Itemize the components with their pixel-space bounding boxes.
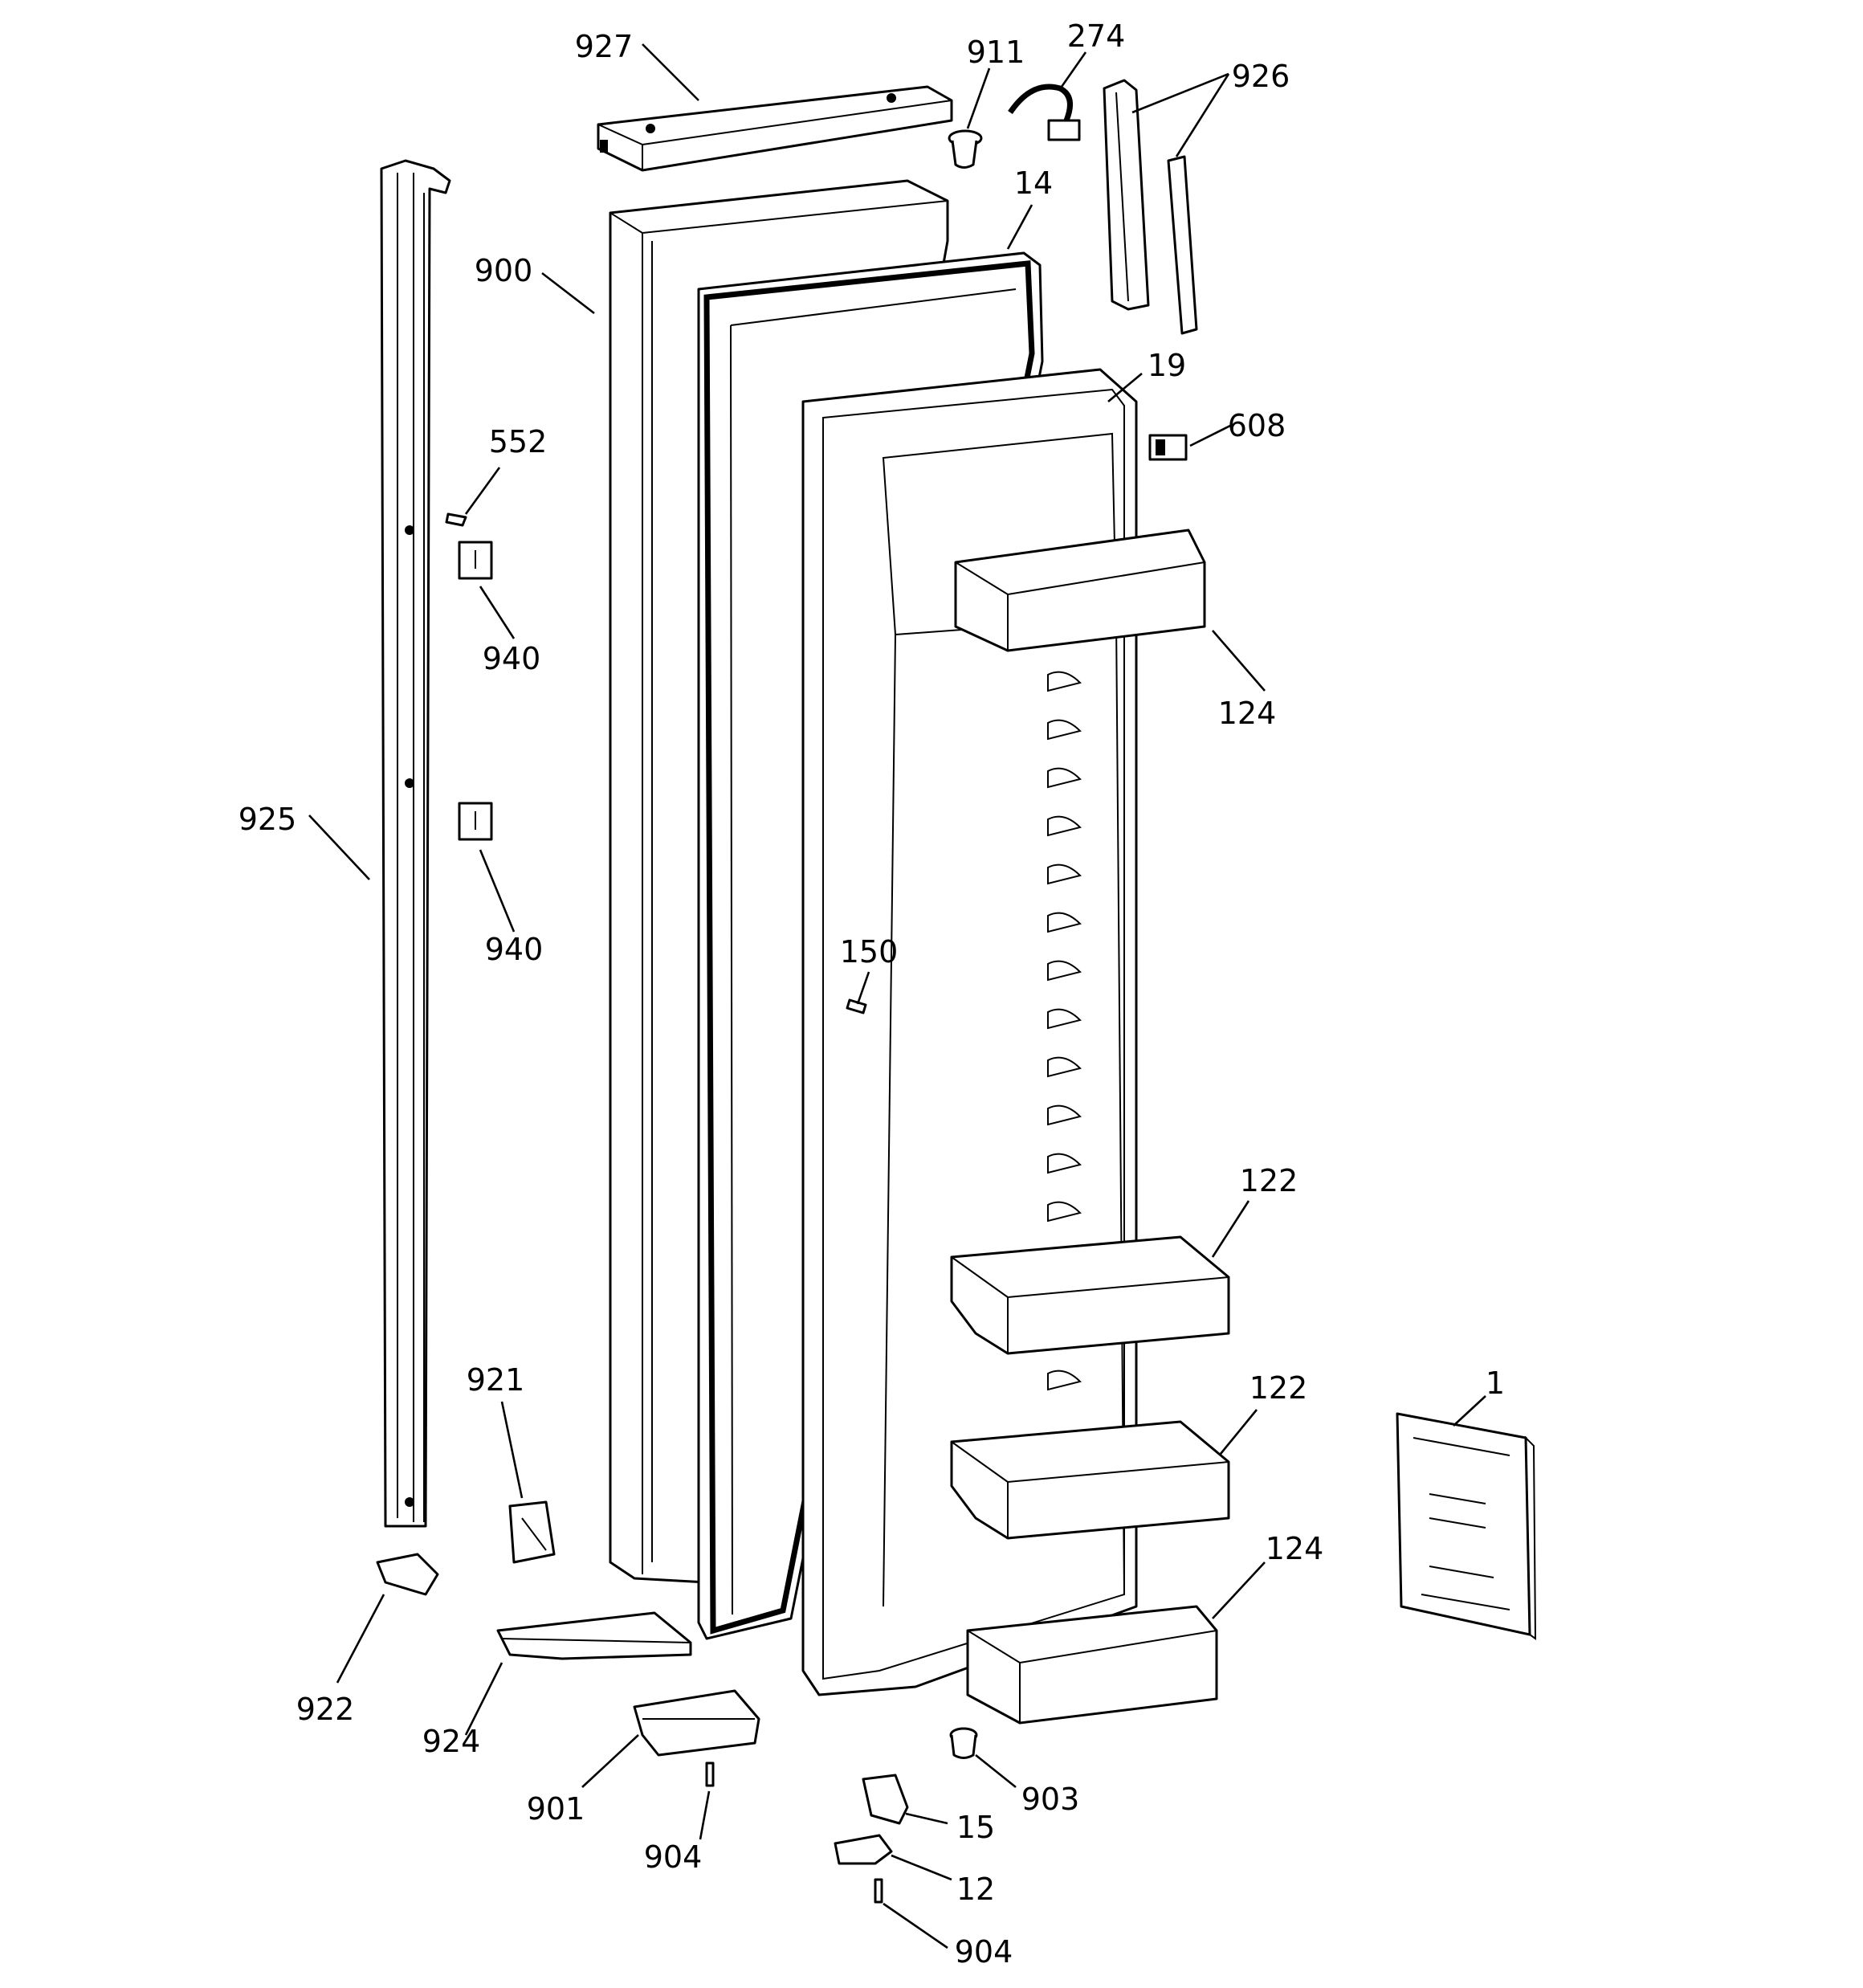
callout-labels: 927 911 274 926 14 900 19 608 552 940 12… xyxy=(238,18,1505,1970)
part-hinge-bracket-921 xyxy=(508,1500,556,1564)
part-door-bin-upper xyxy=(954,529,1206,652)
leader-927 xyxy=(642,43,699,101)
leader-1 xyxy=(1453,1395,1486,1427)
leader-14 xyxy=(1006,204,1033,250)
callout-122-upper: 122 xyxy=(1240,1163,1298,1198)
part-door-bin-lower xyxy=(966,1605,1218,1725)
part-screw-150 xyxy=(846,998,867,1014)
callout-904-bottom: 904 xyxy=(955,1934,1013,1970)
leader-122a xyxy=(1211,1200,1250,1258)
part-wire-harness xyxy=(1008,84,1081,141)
leader-608 xyxy=(1189,424,1231,447)
leader-926b xyxy=(1175,73,1230,157)
part-bottom-strip xyxy=(496,1611,692,1660)
callout-926: 926 xyxy=(1232,59,1290,94)
callout-14: 14 xyxy=(1014,165,1053,201)
callout-927: 927 xyxy=(575,29,634,64)
callout-925: 925 xyxy=(238,802,297,837)
callout-940-lower: 940 xyxy=(485,932,544,967)
leader-926a xyxy=(1131,72,1229,114)
leader-911 xyxy=(966,67,991,129)
part-shelf-bin-upper xyxy=(950,1235,1230,1355)
callout-12: 12 xyxy=(956,1872,995,1907)
callout-124-upper: 124 xyxy=(1218,696,1277,731)
callout-15: 15 xyxy=(956,1810,995,1845)
leader-921 xyxy=(500,1401,524,1499)
leader-15 xyxy=(905,1812,948,1825)
callout-924: 924 xyxy=(422,1724,481,1759)
part-hinge-bracket-922 xyxy=(376,1553,439,1596)
part-bushing-903 xyxy=(949,1727,978,1759)
part-screw-552 xyxy=(445,512,467,527)
part-bracket-940-lower xyxy=(458,802,493,841)
leader-924 xyxy=(464,1662,503,1736)
leader-552 xyxy=(464,467,501,515)
part-top-cap xyxy=(597,85,953,172)
leader-925 xyxy=(308,814,370,880)
callout-921: 921 xyxy=(467,1362,525,1398)
leader-904b xyxy=(883,1902,948,1949)
leader-124b xyxy=(1212,1561,1266,1619)
leader-124a xyxy=(1212,630,1266,692)
leader-lines xyxy=(308,43,1486,1949)
leader-122b xyxy=(1219,1409,1258,1455)
callout-124-lower: 124 xyxy=(1266,1531,1324,1566)
part-switch xyxy=(1148,434,1188,461)
callout-1: 1 xyxy=(1486,1365,1505,1401)
leader-19 xyxy=(1107,373,1143,402)
callout-901: 901 xyxy=(527,1791,585,1827)
part-bushing xyxy=(948,129,983,169)
leader-922 xyxy=(336,1594,385,1684)
callout-122-lower: 122 xyxy=(1249,1370,1308,1406)
callout-274: 274 xyxy=(1067,18,1126,54)
part-shelf-bin-lower xyxy=(950,1420,1230,1540)
leader-940a xyxy=(479,586,516,639)
leader-903 xyxy=(975,1753,1017,1789)
part-literature-booklet xyxy=(1396,1412,1537,1640)
part-bottom-cap xyxy=(633,1689,760,1757)
callout-552: 552 xyxy=(489,424,548,459)
callout-150: 150 xyxy=(840,934,899,970)
leader-900 xyxy=(541,271,595,315)
callout-19: 19 xyxy=(1148,348,1186,383)
callout-911: 911 xyxy=(967,35,1025,70)
callout-904-left: 904 xyxy=(644,1839,703,1875)
callout-608: 608 xyxy=(1228,408,1286,443)
leader-940b xyxy=(479,849,516,933)
part-hinge-channel xyxy=(380,159,451,1528)
part-bracket-940-upper xyxy=(458,541,493,580)
callout-922: 922 xyxy=(296,1692,355,1727)
leader-904a xyxy=(699,1790,711,1840)
callout-903: 903 xyxy=(1021,1782,1080,1817)
leader-12 xyxy=(891,1854,952,1881)
part-screw-904-bottom xyxy=(874,1878,883,1904)
callout-900: 900 xyxy=(475,253,533,288)
part-screw-904-left xyxy=(705,1761,715,1787)
leader-150 xyxy=(856,971,870,1005)
liner-shelf-notches xyxy=(1047,671,1082,1391)
callout-940-upper: 940 xyxy=(483,641,541,676)
leader-901 xyxy=(581,1734,639,1788)
leader-274 xyxy=(1060,51,1087,88)
part-hinge-plate-12 xyxy=(834,1834,893,1865)
part-hinge-15 xyxy=(862,1774,909,1825)
part-door-trim xyxy=(1103,79,1198,335)
